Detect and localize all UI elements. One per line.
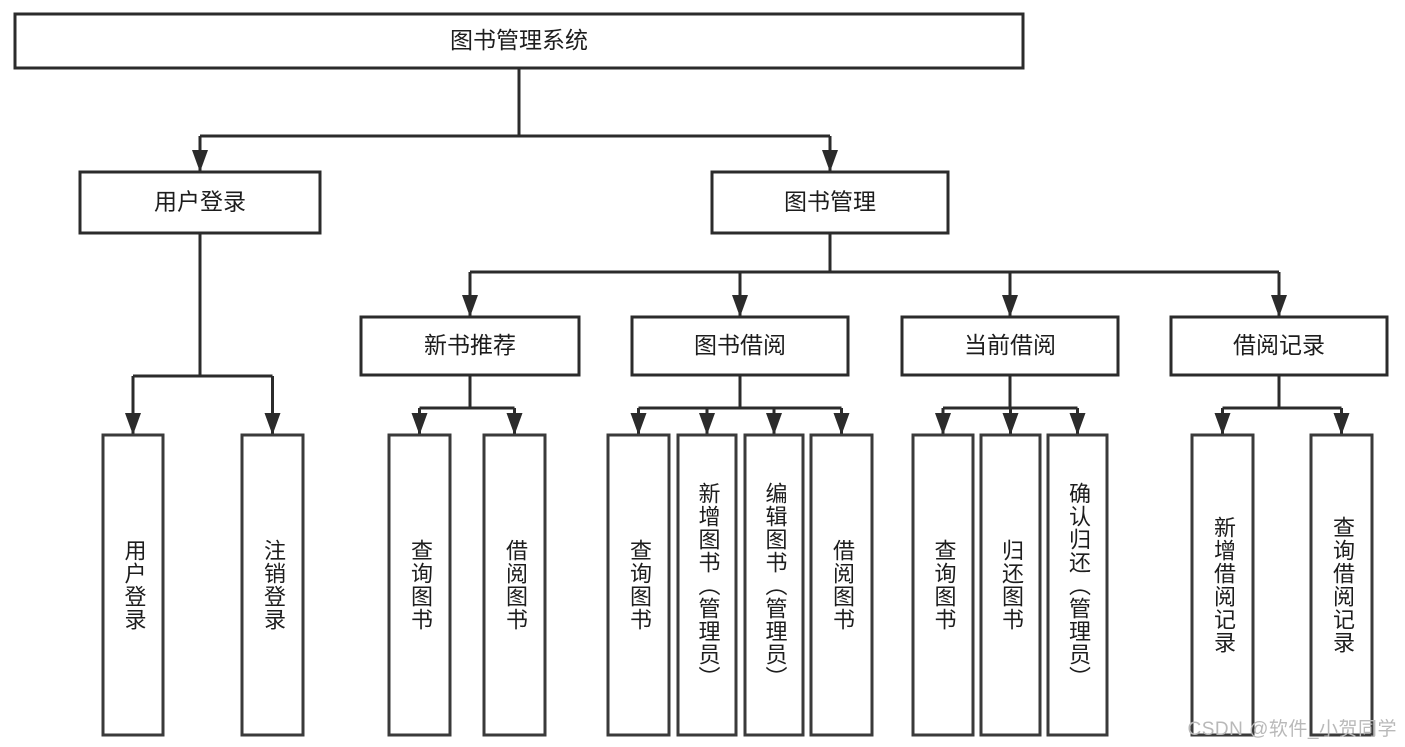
arrowhead-borrow-record [1271, 295, 1287, 317]
node-box-query-book-3[interactable] [911, 433, 975, 737]
arrowhead-query-book-3 [935, 413, 951, 435]
node-box-borrow-book-2[interactable] [809, 433, 874, 737]
node-label-user-login: 用户登录 [154, 189, 246, 215]
node-box-user-logout[interactable] [240, 433, 305, 737]
node-box-book-borrow[interactable] [630, 315, 850, 377]
arrowhead-borrow-book-1 [506, 413, 523, 435]
arrowhead-add-borrow-record [1214, 413, 1231, 435]
node-box-confirm-return-admin[interactable] [1046, 433, 1109, 737]
node-box-root[interactable] [13, 12, 1025, 70]
node-box-user-login-do[interactable] [101, 433, 165, 737]
arrowhead-query-borrow-record [1333, 413, 1350, 435]
arrowhead-book-manage [822, 150, 838, 172]
node-label-current-borrow: 当前借阅 [964, 332, 1056, 358]
node-box-add-borrow-record[interactable] [1190, 433, 1255, 737]
node-box-borrow-book-1[interactable] [482, 433, 547, 737]
node-label-borrow-record: 借阅记录 [1233, 332, 1325, 358]
arrowhead-query-book-2 [630, 413, 647, 435]
arrowhead-confirm-return-admin [1069, 413, 1086, 435]
arrowhead-edit-book-admin [766, 413, 782, 435]
node-box-add-book-admin[interactable] [676, 433, 738, 737]
node-box-query-book-2[interactable] [606, 433, 671, 737]
node-box-borrow-record[interactable] [1169, 315, 1389, 377]
node-box-return-book[interactable] [979, 433, 1042, 737]
arrowhead-new-book-recommend [462, 295, 478, 317]
arrowhead-current-borrow [1002, 295, 1018, 317]
node-box-query-book-1[interactable] [387, 433, 452, 737]
arrowhead-user-login [192, 150, 208, 172]
node-label-new-book-recommend: 新书推荐 [424, 332, 516, 358]
node-box-edit-book-admin[interactable] [743, 433, 805, 737]
arrowhead-add-book-admin [699, 413, 715, 435]
arrowhead-borrow-book-2 [833, 413, 850, 435]
node-label-book-borrow: 图书借阅 [694, 332, 786, 358]
arrowhead-return-book [1002, 413, 1019, 435]
node-label-book-manage: 图书管理 [784, 189, 876, 215]
node-box-user-login[interactable] [78, 170, 322, 235]
arrowhead-query-book-1 [411, 413, 428, 435]
arrowhead-user-logout [264, 413, 281, 435]
node-box-book-manage[interactable] [710, 170, 950, 235]
connector-layer [125, 68, 1350, 435]
watermark-text: CSDN @软件_小贺同学 [1187, 719, 1397, 740]
arrowhead-user-login-do [125, 413, 141, 435]
node-label-root: 图书管理系统 [450, 27, 588, 53]
node-box-query-borrow-record[interactable] [1309, 433, 1374, 737]
node-box-new-book-recommend[interactable] [359, 315, 581, 377]
arrowhead-book-borrow [732, 295, 748, 317]
node-box-current-borrow[interactable] [900, 315, 1120, 377]
node-box-layer [13, 12, 1389, 737]
